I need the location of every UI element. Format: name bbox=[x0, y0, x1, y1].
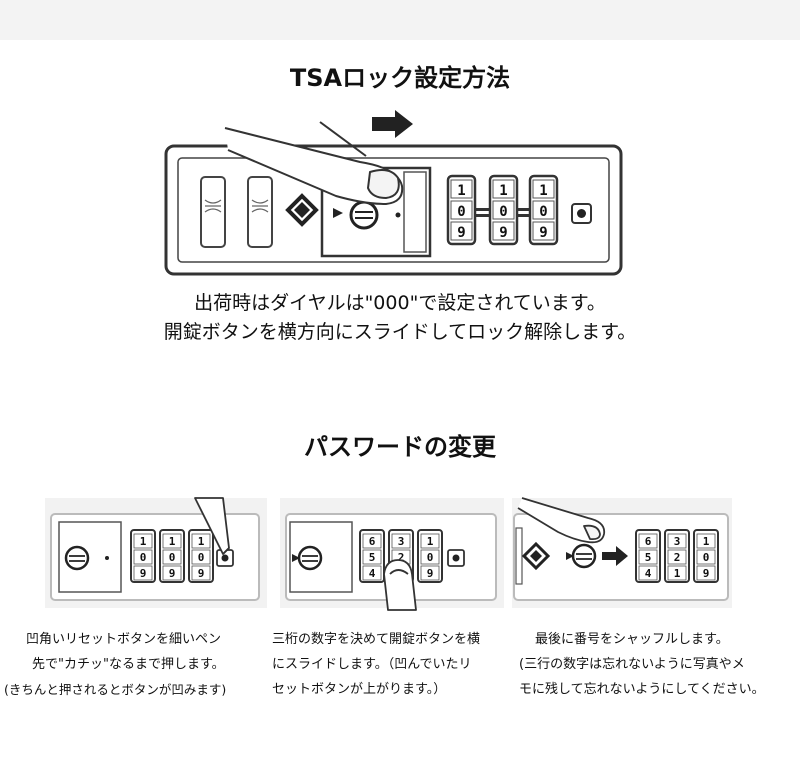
finger-icon bbox=[224, 121, 404, 205]
dial-digit: 0 bbox=[140, 551, 147, 564]
dial-digit: 9 bbox=[703, 567, 710, 580]
page-title: TSAロック設定方法 bbox=[289, 64, 511, 92]
step3-illustration: 6 5 4 3 2 1 1 0 9 bbox=[512, 497, 732, 608]
tsa-diamond-icon bbox=[521, 541, 551, 571]
setup-caption-line2: 開錠ボタンを横方向にスライドしてロック解除します。 bbox=[163, 321, 637, 343]
step3-caption-line: 最後に番号をシャッフルします。 bbox=[535, 632, 729, 647]
setup-illustration: 1 0 9 1 0 9 1 0 9 bbox=[164, 110, 623, 276]
tsa-diamond-icon bbox=[285, 193, 319, 227]
step2-caption-line: セットボタンが上がります。） bbox=[272, 682, 447, 697]
dial-digit: 0 bbox=[169, 551, 176, 564]
section-title: パスワードの変更 bbox=[304, 433, 496, 461]
slide-arrow-icon bbox=[602, 546, 628, 566]
dial-digit: 4 bbox=[369, 567, 376, 580]
step2-caption: 三桁の数字を決めて開錠ボタンを横 にスライドします。（凹んでいたリ セットボタン… bbox=[272, 627, 480, 702]
dial-digit: 5 bbox=[645, 551, 652, 564]
step3-caption-line: モに残して忘れないようにしてください。 bbox=[519, 682, 765, 697]
dial-digit: 1 bbox=[457, 183, 465, 199]
step3-caption-line: (三行の数字は忘れないように写真やメ bbox=[519, 657, 745, 672]
latch-slot bbox=[200, 176, 273, 248]
dial-digit: 9 bbox=[457, 225, 465, 241]
dial-digit: 3 bbox=[674, 535, 681, 548]
dial-digit: 2 bbox=[674, 551, 681, 564]
dial-digit: 1 bbox=[198, 535, 205, 548]
step2-illustration: 6 5 4 3 2 1 1 0 9 bbox=[280, 498, 504, 611]
dial-digit: 9 bbox=[539, 225, 547, 241]
key-cylinder-icon bbox=[571, 543, 597, 569]
dial-digit: 2 bbox=[398, 551, 405, 564]
step1-caption-line: 凹角いリセットボタンを細いペン bbox=[26, 632, 222, 647]
step1-caption-line: (きちんと押されるとボタンが凹みます) bbox=[4, 682, 227, 697]
setup-caption-line1: 出荷時はダイヤルは"000"で設定されています。 bbox=[194, 292, 606, 314]
dial-digit: 0 bbox=[457, 204, 465, 220]
step1-illustration: 1 0 9 1 0 9 1 0 9 bbox=[45, 497, 267, 608]
dial-digit: 0 bbox=[198, 551, 205, 564]
step2-caption-line: 三桁の数字を決めて開錠ボタンを横 bbox=[272, 632, 481, 647]
step1-caption: 凹角いリセットボタンを細いペン 先で"カチッ"なるまで押します。 (きちんと押さ… bbox=[4, 627, 226, 702]
dial-digit: 1 bbox=[427, 535, 434, 548]
step1-caption-line: 先で"カチッ"なるまで押します。 bbox=[32, 657, 225, 672]
dial-digit: 9 bbox=[169, 567, 176, 580]
dial-digit: 4 bbox=[645, 567, 652, 580]
finger-icon bbox=[383, 559, 417, 611]
dial-digit: 1 bbox=[169, 535, 176, 548]
pen-icon bbox=[194, 497, 230, 555]
dial-digit: 9 bbox=[427, 567, 434, 580]
dial-digit: 1 bbox=[140, 535, 147, 548]
step3-caption: 最後に番号をシャッフルします。 (三行の数字は忘れないように写真やメ モに残して… bbox=[519, 627, 765, 702]
key-cylinder-icon bbox=[64, 545, 90, 571]
reset-button-icon bbox=[221, 554, 229, 562]
step2-caption-line: にスライドします。（凹んでいたリ bbox=[272, 657, 472, 672]
finger-icon bbox=[517, 497, 606, 544]
dial-digit: 9 bbox=[198, 567, 205, 580]
dial-digit: 1 bbox=[703, 535, 710, 548]
dial-digit: 9 bbox=[499, 225, 507, 241]
dial-digit: 5 bbox=[369, 551, 376, 564]
dial-digit: 0 bbox=[539, 204, 547, 220]
reset-button-icon bbox=[577, 209, 586, 218]
key-cylinder-icon bbox=[297, 545, 323, 571]
key-cylinder-icon bbox=[349, 200, 379, 230]
slide-arrow-icon bbox=[372, 110, 413, 138]
dial-digit: 1 bbox=[674, 567, 681, 580]
dial-digit: 1 bbox=[499, 183, 507, 199]
dial-digit: 3 bbox=[398, 535, 405, 548]
reset-button-icon bbox=[452, 554, 460, 562]
dial-digit: 1 bbox=[539, 183, 547, 199]
dial-digit: 6 bbox=[369, 535, 376, 548]
top-band bbox=[0, 0, 800, 40]
dial-digit: 0 bbox=[427, 551, 434, 564]
dial-digit: 6 bbox=[645, 535, 652, 548]
dial-digit: 0 bbox=[703, 551, 710, 564]
dial-digit: 9 bbox=[140, 567, 147, 580]
dial-digit: 0 bbox=[499, 204, 507, 220]
